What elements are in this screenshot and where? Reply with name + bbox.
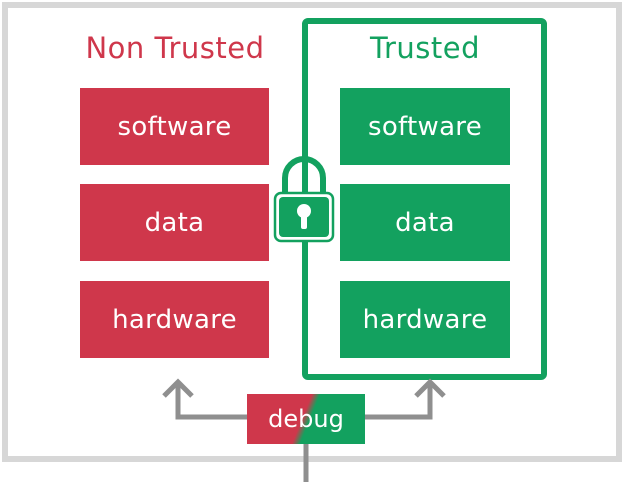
trusted-hardware-block: hardware (340, 281, 510, 358)
padlock-icon (273, 156, 335, 243)
non-trusted-hardware-block: hardware (80, 281, 269, 358)
non-trusted-data-block: data (80, 184, 269, 261)
outer-frame (2, 2, 622, 462)
trusted-title: Trusted (370, 31, 480, 65)
debug-port: debug (247, 394, 365, 444)
non-trusted-title: Non Trusted (85, 31, 265, 65)
trusted-data-block: data (340, 184, 510, 261)
trusted-software-block: software (340, 88, 510, 165)
non-trusted-software-block: software (80, 88, 269, 165)
